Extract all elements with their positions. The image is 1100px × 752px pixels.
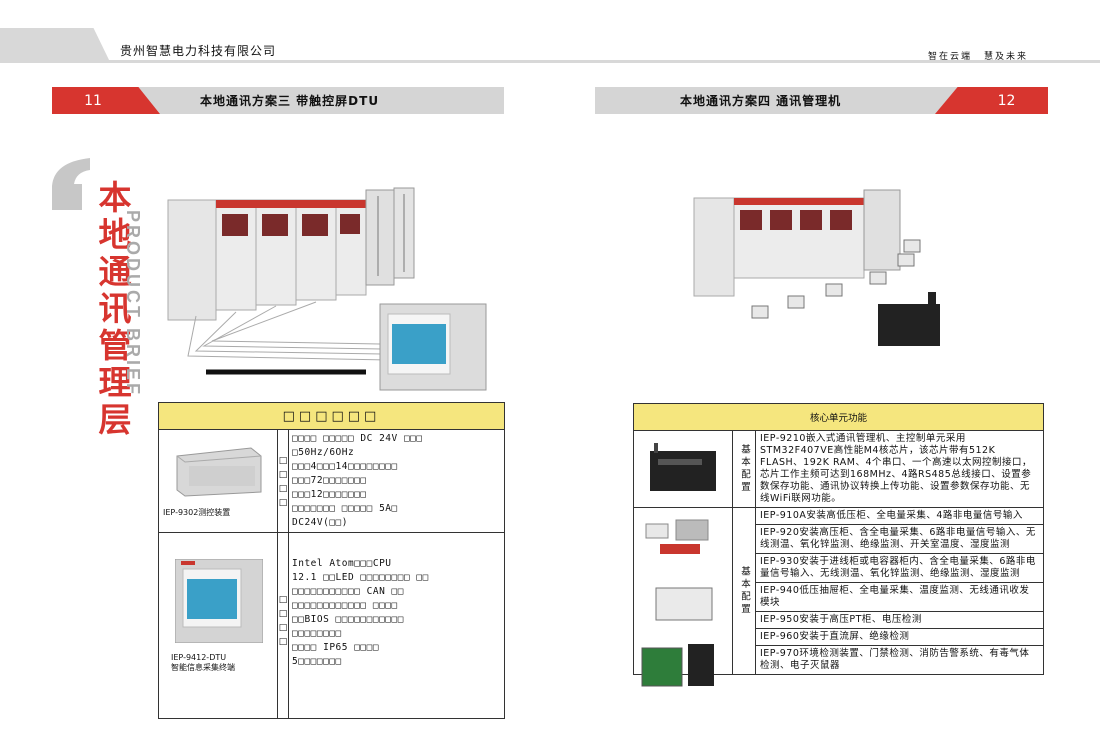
feature-cell: IEP-920安装高压柜、含全电量采集、6路非电量信号输入、无线测温、氧化锌监测… [755, 524, 1044, 554]
spec-lines: Intel Atom□□□CPU 12.1 □□LED □□□□□□□□ □□ … [288, 532, 505, 719]
product-label: IEP-9412-DTU 智能信息采集终端 [171, 653, 235, 673]
side-mark: □ [278, 456, 288, 466]
side-mark: □ [278, 484, 288, 494]
group-label: 基本配置 [732, 430, 756, 508]
spec-line: 5□□□□□□□ [292, 656, 342, 667]
feature-cell: IEP-910A安装高低压柜、全电量采集、4路非电量信号输入 [755, 507, 1044, 525]
spec-line: 12.1 □□LED □□□□□□□□ □□ [292, 572, 429, 583]
product-model: IEP-9412-DTU [171, 653, 227, 662]
left-page-number: 11 [84, 92, 102, 109]
spec-line: Intel Atom□□□CPU [292, 558, 392, 569]
product-image-cell: IEP-9412-DTU 智能信息采集终端 [158, 532, 278, 719]
product-subtitle: 智能信息采集终端 [171, 663, 235, 672]
spec-line: □□□72□□□□□□□ [292, 475, 367, 486]
iep-9210-device-image [650, 443, 716, 491]
company-name: 贵州智慧电力科技有限公司 [120, 44, 277, 58]
side-mark: □ [278, 637, 288, 647]
spec-line: □□BIOS □□□□□□□□□□□ [292, 614, 404, 625]
spec-line: □50Hz/6OHz [292, 447, 355, 458]
dtu-system-illustration [167, 187, 487, 391]
iep-9302-device-image [176, 447, 262, 497]
spec-line: □□□12□□□□□□□ [292, 489, 367, 500]
module-image-cell [633, 507, 733, 687]
core-unit-table-title: 核心单元功能 [633, 403, 1044, 431]
side-mark: □ [278, 609, 288, 619]
group-label: 基本配置 [732, 507, 756, 675]
spec-line: □□□□ □□□□□ DC 24V □□□ [292, 433, 423, 444]
product-brief-label: PRODUCT BRIEF [123, 210, 143, 397]
spec-line: □□□□□□□□□□□ CAN □□ [292, 586, 404, 597]
product-image-cell: IEP-9302测控装置 [158, 429, 278, 533]
feature-cell: IEP-950安装于高压PT柜、电压检测 [755, 611, 1044, 629]
module-devices-image [641, 519, 714, 687]
header-rule [0, 60, 1100, 63]
spec-line: □□□□ IP65 □□□□ [292, 642, 380, 653]
feature-cell: IEP-940低压抽屉柜、全电量采集、温度监测、无线通讯收发模块 [755, 582, 1044, 612]
feature-cell: IEP-930安装于进线柜或电容器柜内、含全电量采集、6路非电量信号输入、无线测… [755, 553, 1044, 583]
slogan-part-2: 慧及未来 [984, 52, 1029, 62]
right-section-title: 本地通讯方案四 通讯管理机 [680, 94, 842, 108]
left-page-number-tab: 11 [52, 87, 160, 114]
gateway-image-cell [633, 430, 733, 508]
spec-table-title: □□□□□□ [158, 402, 505, 430]
side-mark: □ [278, 595, 288, 605]
feature-cell: IEP-960安装于直流屏、绝缘检测 [755, 628, 1044, 646]
spec-lines: □□□□ □□□□□ DC 24V □□□ □50Hz/6OHz □□□4□□□… [288, 429, 505, 533]
spec-line: DC24V(□□) [292, 517, 348, 528]
side-mark: □ [278, 470, 288, 480]
feature-cell: IEP-970环境检测装置、门禁检测、消防告警系统、有毒气体检测、电子灭鼠器 [755, 645, 1044, 675]
feature-cell: IEP-9210嵌入式通讯管理机、主控制单元采用STM32F407VE高性能M4… [755, 430, 1044, 508]
side-mark: □ [278, 623, 288, 633]
iep-9412-device-image [175, 559, 263, 643]
right-page-number: 12 [997, 92, 1016, 109]
header-decor [0, 28, 110, 62]
left-section-title: 本地通讯方案三 带触控屏DTU [200, 94, 380, 108]
spec-table: □□□□□□ IEP-9302测控装置 □ □ □ □ □□□□ □□□□□ D… [158, 402, 505, 719]
side-mark: □ [278, 498, 288, 508]
slogan: 智在云端 慧及未来 [928, 49, 1040, 62]
gateway-system-illustration [693, 189, 940, 346]
spec-line: □□□□□□□□□□□□ □□□□ [292, 600, 398, 611]
spec-line: □□□□□□□ □□□□□ 5A□ [292, 503, 398, 514]
spec-line: □□□□□□□□ [292, 628, 342, 639]
side-marks: □ □ □ □ [277, 429, 289, 533]
spec-line: □□□4□□□14□□□□□□□□ [292, 461, 398, 472]
quote-mark-icon [52, 158, 90, 210]
slogan-part-1: 智在云端 [928, 52, 973, 62]
core-unit-table: 核心单元功能 基本配置 IEP-9210嵌入式通讯管理机、主控制单元采用STM3… [633, 403, 1044, 687]
vertical-title: 本地通讯管理层 [93, 180, 132, 439]
side-marks: □ □ □ □ [277, 532, 289, 719]
product-model: IEP-9302测控装置 [163, 508, 231, 517]
